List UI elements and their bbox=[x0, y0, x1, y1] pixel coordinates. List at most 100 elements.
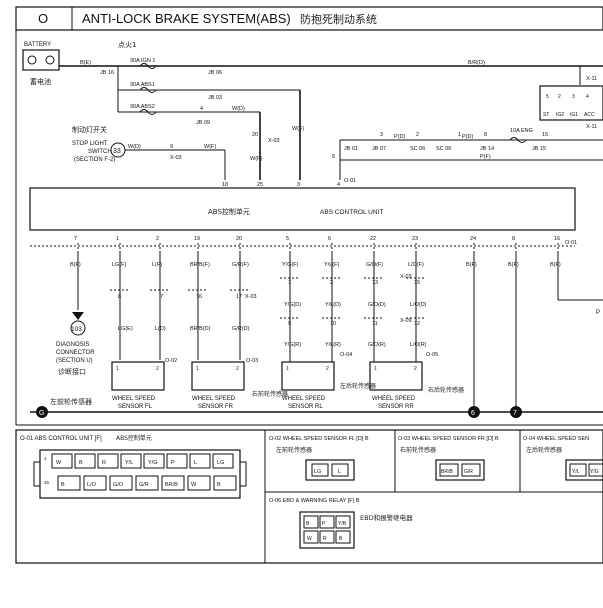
abs-pin-label: 6 bbox=[328, 236, 331, 242]
svg-text:18: 18 bbox=[222, 182, 228, 188]
o01-latch-left bbox=[33, 461, 41, 487]
o01-pin bbox=[213, 475, 237, 491]
abs-pin-label: 19 bbox=[194, 236, 200, 242]
sensor-fl-cn: 左前轮传感器 bbox=[50, 397, 92, 406]
svg-text:7: 7 bbox=[513, 410, 517, 417]
svg-text:Y/G(R): Y/G(R) bbox=[284, 342, 301, 348]
svg-text:X-03: X-03 bbox=[400, 274, 412, 280]
o01-pin bbox=[120, 453, 142, 469]
o01-pin-number: 25 bbox=[44, 480, 50, 485]
abs-pin-label: 16 bbox=[554, 236, 560, 242]
svg-text:SWITCH: SWITCH bbox=[88, 149, 112, 155]
svg-text:Y/L: Y/L bbox=[572, 469, 580, 475]
o01-pin bbox=[74, 453, 96, 469]
wire-wf-1: W(F) bbox=[250, 156, 262, 162]
svg-text:2: 2 bbox=[156, 366, 159, 372]
svg-text:CONNECTOR: CONNECTOR bbox=[56, 350, 95, 356]
svg-text:L/O(R): L/O(R) bbox=[410, 342, 427, 348]
svg-text:SENSOR RR: SENSOR RR bbox=[378, 404, 414, 410]
diag-arrow bbox=[72, 312, 84, 320]
o01-pin-label: G/O bbox=[113, 482, 124, 488]
ignition-switch bbox=[539, 85, 603, 121]
abs-control-unit bbox=[29, 187, 576, 231]
svg-text:2: 2 bbox=[416, 132, 419, 138]
o01-pin bbox=[97, 453, 119, 469]
jb16: JB 16 bbox=[100, 70, 114, 76]
svg-text:X-11: X-11 bbox=[586, 76, 597, 82]
svg-text:2: 2 bbox=[558, 94, 561, 100]
o01-pin bbox=[187, 475, 211, 491]
abs-unit-cn: ABS控制单元 bbox=[208, 207, 250, 216]
fuse-abs1-label: 30A ABS1 bbox=[130, 82, 155, 88]
svg-text:3: 3 bbox=[380, 132, 383, 138]
svg-text:O-03: O-03 bbox=[246, 358, 258, 364]
svg-text:O-01: O-01 bbox=[344, 178, 356, 184]
ground-7 bbox=[510, 406, 522, 418]
svg-text:12: 12 bbox=[414, 321, 420, 327]
wire-wf-2: W(F) bbox=[292, 126, 304, 132]
svg-text:15: 15 bbox=[414, 280, 420, 286]
svg-text:10: 10 bbox=[330, 321, 336, 327]
abs-pin-label: 1 bbox=[116, 236, 119, 242]
sensor-rl: 1 2 WHEEL SPEED SENSOR RL bbox=[281, 361, 335, 410]
diag-connector-ref bbox=[70, 320, 86, 336]
battery-label: BATTERY bbox=[24, 42, 51, 48]
svg-text:JB 14: JB 14 bbox=[480, 146, 494, 152]
svg-text:4: 4 bbox=[337, 182, 340, 188]
o06-pin-label: B bbox=[339, 536, 343, 542]
svg-text:LG: LG bbox=[314, 469, 321, 475]
sensor-rr: 1 2 WHEEL SPEED SENSOR RR bbox=[369, 361, 423, 410]
svg-text:WHEEL SPEED: WHEEL SPEED bbox=[372, 396, 416, 402]
svg-text:Y/L(R): Y/L(R) bbox=[325, 342, 341, 348]
svg-text:ST: ST bbox=[543, 112, 549, 118]
svg-text:JB 01: JB 01 bbox=[344, 146, 358, 152]
o06-title: O-06 EBD & WARNING RELAY [F] B bbox=[269, 498, 360, 504]
svg-text:2: 2 bbox=[330, 280, 333, 286]
jb09: JB 09 bbox=[196, 120, 210, 126]
svg-text:左前轮传感器: 左前轮传感器 bbox=[276, 446, 312, 454]
abs-bottom-wires: 7B(F)1LG(F)2L(F)19BR/B(F)20G/R(F)5Y/G(F)… bbox=[30, 236, 603, 406]
svg-text:7: 7 bbox=[160, 294, 163, 300]
o01-latch-right bbox=[239, 461, 247, 487]
o03-connector: BR/B G/R bbox=[435, 459, 485, 481]
svg-text:3: 3 bbox=[297, 182, 300, 188]
o01-pin-label: B bbox=[217, 482, 221, 488]
svg-text:33: 33 bbox=[113, 148, 121, 155]
jb06: JB 06 bbox=[208, 70, 222, 76]
svg-text:X-11: X-11 bbox=[586, 124, 597, 130]
sensor-rr-cn: 右后轮传感器 bbox=[428, 386, 464, 394]
svg-text:5: 5 bbox=[332, 154, 335, 160]
header-bar bbox=[15, 6, 603, 31]
o06-pin bbox=[335, 515, 351, 529]
abs-wire-color: B(F) bbox=[70, 262, 81, 268]
svg-text:11: 11 bbox=[372, 321, 378, 327]
svg-text:O-01: O-01 bbox=[565, 240, 577, 246]
svg-text:20: 20 bbox=[252, 132, 258, 138]
svg-text:10A ENG: 10A ENG bbox=[510, 128, 533, 134]
o02-connector: LG L bbox=[305, 459, 355, 481]
sensor-rl-cn: 左后轮传感器 bbox=[340, 382, 376, 390]
o01-pin-label: BR/B bbox=[165, 482, 178, 488]
o01-pin-label: W bbox=[191, 482, 197, 488]
o01-pin-label: G/R bbox=[139, 482, 149, 488]
o01-pin bbox=[135, 475, 159, 491]
svg-text:W(D): W(D) bbox=[128, 144, 141, 150]
svg-text:O-02: O-02 bbox=[165, 358, 177, 364]
battery-wire: B(E) bbox=[80, 60, 91, 66]
svg-text:BR/B: BR/B bbox=[441, 469, 453, 475]
svg-text:WHEEL SPEED: WHEEL SPEED bbox=[112, 396, 156, 402]
svg-text:Y/G: Y/G bbox=[590, 469, 599, 475]
mid-labels: X-03 X-03 X-09 8 7 16 17 LG(E) L(D) BR/B… bbox=[118, 274, 438, 364]
o03-title: O-03 WHEEL SPEED SENSOR FR [D] B bbox=[398, 436, 499, 442]
svg-text:1: 1 bbox=[286, 366, 289, 372]
o01-pin-label: P bbox=[171, 460, 175, 466]
o01-title: O-01 ABS CONTROL UNIT [F] bbox=[20, 436, 102, 442]
o06-body bbox=[299, 511, 355, 549]
svg-text:WHEEL SPEED: WHEEL SPEED bbox=[282, 396, 326, 402]
svg-text:SENSOR FR: SENSOR FR bbox=[198, 404, 234, 410]
o01-pin bbox=[83, 475, 107, 491]
fuse-ign1 bbox=[139, 63, 157, 69]
ground-g bbox=[36, 406, 48, 418]
svg-text:WHEEL SPEED: WHEEL SPEED bbox=[192, 396, 236, 402]
